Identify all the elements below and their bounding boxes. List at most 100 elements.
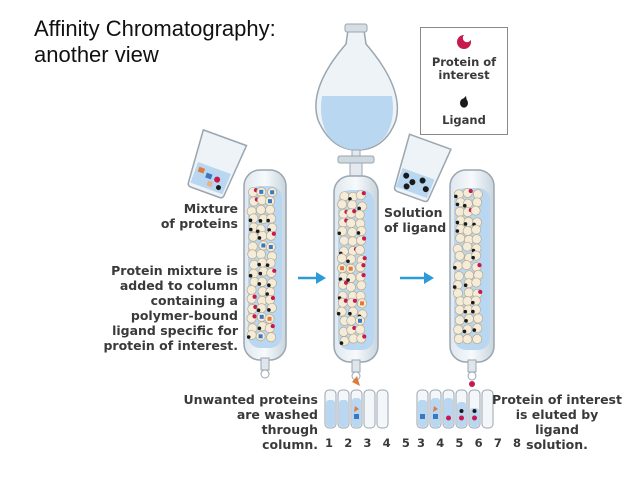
- tube-liquid: [352, 398, 361, 427]
- fraction-tube: [376, 389, 389, 429]
- bound-protein: [477, 263, 482, 268]
- bead: [248, 231, 259, 242]
- bound-protein: [270, 295, 276, 301]
- bead: [337, 199, 348, 210]
- ligand-dot: [463, 283, 468, 288]
- ligand-dot: [338, 277, 343, 281]
- elute-line-3: solution.: [526, 437, 588, 452]
- drop-icon: [460, 96, 468, 108]
- bead: [472, 334, 483, 345]
- step-description: Protein mixture is added to column conta…: [100, 263, 238, 353]
- elute-line-2: is eluted by ligand: [515, 407, 599, 437]
- bound-protein: [361, 191, 366, 196]
- ligand-dot: [463, 222, 468, 226]
- tube-liquid: [339, 400, 348, 427]
- bound-protein: [271, 231, 276, 236]
- tube-protein-of-interest: [459, 415, 464, 421]
- ligand-dot: [336, 311, 341, 316]
- tube-ligand: [459, 409, 464, 413]
- ligand-dot: [246, 335, 251, 339]
- ligand-dot: [248, 218, 253, 223]
- beaker-mixture: [187, 128, 248, 199]
- bead: [454, 315, 465, 326]
- ligand-dot: [248, 273, 253, 278]
- slide-title: Affinity Chromatography: another view: [34, 16, 276, 68]
- step-line-1: Protein mixture is: [111, 263, 238, 278]
- legend-ligand-label: Ligand: [442, 113, 486, 127]
- tube-liquid: [444, 398, 453, 427]
- ligand-dot: [346, 278, 350, 282]
- bead: [345, 282, 356, 293]
- bead: [461, 260, 472, 271]
- drip-elute: [469, 381, 475, 387]
- ligand-dot: [357, 206, 361, 211]
- bead: [455, 233, 466, 244]
- bead: [462, 334, 473, 345]
- tube-liquid: [326, 400, 335, 427]
- bead: [347, 227, 358, 238]
- bead: [347, 199, 358, 210]
- bound-protein: [478, 289, 483, 294]
- mixture-label: Mixture of proteins: [148, 201, 238, 231]
- bound-protein: [468, 188, 473, 194]
- fraction-numbers-elute: 3 4 5 6 7 8: [417, 436, 525, 450]
- ligand-dot: [471, 309, 475, 314]
- arrow-step-2: [400, 272, 434, 284]
- bead: [473, 313, 484, 324]
- other-protein: [360, 301, 365, 306]
- tube-ligand: [472, 409, 477, 413]
- bead: [454, 305, 465, 315]
- other-protein: [348, 266, 353, 271]
- bound-protein: [362, 256, 367, 261]
- ligand-dot: [472, 328, 477, 332]
- bound-protein: [352, 209, 357, 214]
- ligand-dot: [455, 202, 460, 207]
- legend-protein-line-2: interest: [438, 68, 490, 82]
- tube-liquid: [431, 398, 440, 427]
- bound-protein: [253, 304, 258, 310]
- step-line-6: protein of interest.: [103, 338, 238, 353]
- ligand-dot: [249, 227, 253, 232]
- other-protein: [340, 266, 345, 271]
- elute-description: Protein of interest is eluted by ligand …: [492, 392, 622, 452]
- crescent-icon: [457, 33, 472, 49]
- bead: [355, 324, 366, 335]
- ligand-dot: [258, 271, 263, 276]
- title-line-1: Affinity Chromatography:: [34, 16, 276, 41]
- tube-protein: [420, 414, 425, 419]
- ligand-dot: [463, 309, 468, 314]
- bead: [354, 209, 365, 220]
- bound-protein: [361, 263, 366, 268]
- other-protein: [268, 245, 273, 250]
- bead: [346, 218, 356, 229]
- bead: [470, 205, 481, 216]
- step-line-4: polymer-bound: [130, 308, 238, 323]
- ligand-dot: [356, 231, 361, 235]
- bead: [265, 204, 276, 215]
- ligand-dot: [464, 318, 468, 323]
- other-protein: [259, 189, 264, 194]
- tube-protein-of-interest: [446, 415, 451, 421]
- wash-description: Unwanted proteins are washed through col…: [180, 392, 318, 452]
- bead: [453, 333, 464, 344]
- ligand-dot: [257, 236, 262, 240]
- ligand-dot: [257, 326, 262, 331]
- tube-protein-of-interest: [472, 415, 477, 421]
- ligand-dot: [454, 194, 458, 199]
- bead: [255, 204, 266, 215]
- step-line-2: added to column: [119, 278, 238, 293]
- solution-line-2: of ligand: [384, 220, 447, 235]
- bead: [336, 253, 347, 264]
- bead: [454, 250, 465, 261]
- bead: [453, 324, 464, 335]
- bead: [472, 189, 483, 200]
- ligand-dot: [471, 255, 475, 260]
- wash-line-3: column.: [262, 437, 318, 452]
- bead: [462, 241, 473, 252]
- bead: [453, 271, 464, 282]
- bound-protein: [343, 280, 349, 285]
- arrow-step-1: [298, 272, 326, 284]
- fraction-tube: [481, 389, 494, 429]
- bound-protein: [362, 334, 367, 339]
